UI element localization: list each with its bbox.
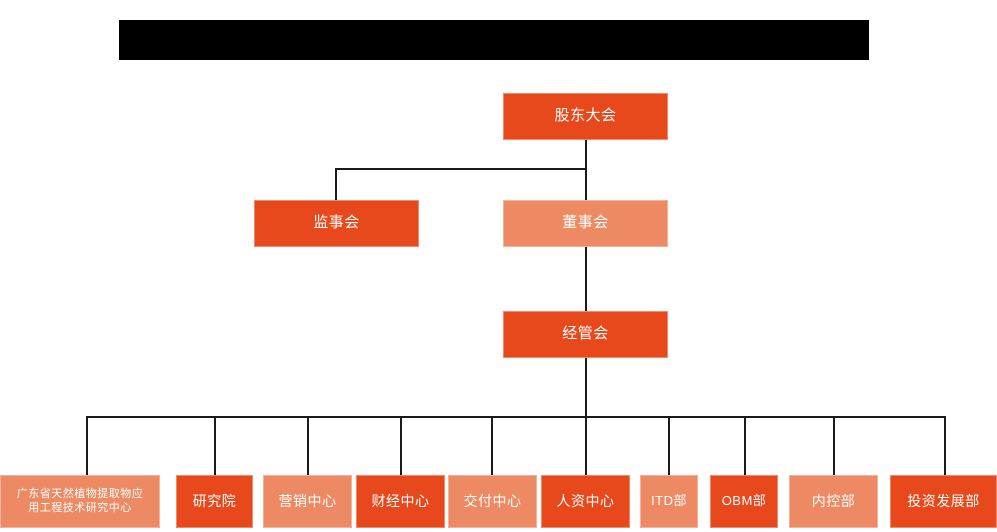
- connector-management-down: [585, 357, 587, 417]
- node-research-center-label: 广东省天然植物提取物应 用工程技术研究中心: [16, 487, 144, 514]
- node-investment[interactable]: 投资发展部: [890, 475, 997, 528]
- connector-shareholders-bus: [335, 168, 587, 170]
- node-marketing-label: 营销中心: [278, 492, 337, 509]
- connector-drop-institute: [214, 416, 216, 475]
- node-institute[interactable]: 研究院: [176, 475, 253, 528]
- node-obm[interactable]: OBM部: [710, 475, 778, 528]
- node-finance-label: 财经中心: [371, 492, 430, 509]
- node-hr-label: 人资中心: [556, 492, 615, 509]
- node-directors-label: 董事会: [562, 214, 609, 232]
- connector-drop-finance: [400, 416, 402, 475]
- connector-drop-delivery: [491, 416, 493, 475]
- node-hr[interactable]: 人资中心: [541, 475, 630, 528]
- node-itd-label: ITD部: [651, 493, 687, 509]
- node-management-label: 经管会: [562, 325, 609, 343]
- connector-supervisors-drop: [335, 168, 337, 200]
- node-institute-label: 研究院: [192, 492, 237, 509]
- node-shareholders-label: 股东大会: [554, 107, 617, 125]
- connector-shareholders-down: [585, 140, 587, 170]
- node-management[interactable]: 经管会: [503, 311, 668, 358]
- connector-drop-hr: [585, 416, 587, 475]
- node-internal-control-label: 内控部: [811, 492, 856, 509]
- connector-directors-management: [585, 241, 587, 311]
- node-research-center[interactable]: 广东省天然植物提取物应 用工程技术研究中心: [0, 475, 160, 528]
- node-itd[interactable]: ITD部: [640, 475, 698, 528]
- node-internal-control[interactable]: 内控部: [789, 475, 878, 528]
- connector-department-bus: [86, 416, 946, 418]
- node-marketing[interactable]: 营销中心: [263, 475, 352, 528]
- node-directors[interactable]: 董事会: [503, 200, 668, 247]
- node-supervisors-label: 监事会: [313, 214, 360, 232]
- node-finance[interactable]: 财经中心: [356, 475, 445, 528]
- node-investment-label: 投资发展部: [907, 492, 980, 509]
- redacted-title-bar: [119, 20, 869, 60]
- connector-drop-marketing: [307, 416, 309, 475]
- connector-drop-internal-control: [833, 416, 835, 475]
- node-obm-label: OBM部: [721, 493, 767, 509]
- node-delivery[interactable]: 交付中心: [448, 475, 537, 528]
- node-supervisors[interactable]: 监事会: [254, 200, 419, 247]
- node-shareholders[interactable]: 股东大会: [503, 93, 668, 140]
- connector-drop-itd: [668, 416, 670, 475]
- node-delivery-label: 交付中心: [463, 492, 522, 509]
- connector-directors-drop: [585, 168, 587, 200]
- connector-drop-investment: [944, 416, 946, 475]
- connector-drop-obm: [744, 416, 746, 475]
- connector-drop-research-center: [86, 416, 88, 475]
